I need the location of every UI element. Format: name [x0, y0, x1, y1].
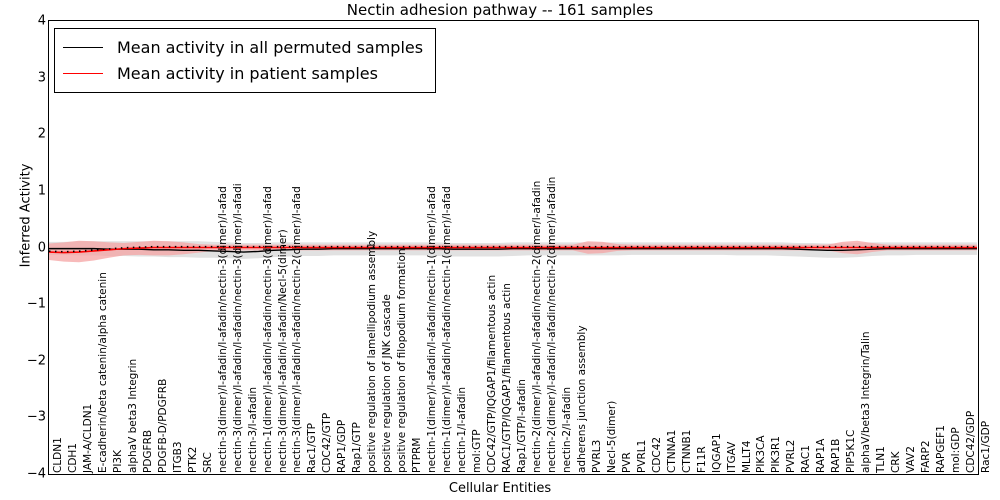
legend-item[interactable]: Mean activity in all permuted samples — [63, 34, 423, 60]
x-tick-label: nectin-1(dimer)/l-afadin/l-afadin/nectin… — [426, 186, 438, 473]
y-tick-label: 3 — [37, 70, 46, 86]
x-tick-label: PVR — [621, 452, 633, 473]
x-tick-label: IQGAP1 — [711, 433, 723, 473]
legend-label-patient: Mean activity in patient samples — [117, 63, 378, 83]
legend-item[interactable]: Mean activity in patient samples — [63, 60, 423, 86]
x-tick-label: MLLT4 — [741, 440, 753, 473]
x-tick-label: CDC42/GTP/IQGAP1/filamentous actin — [486, 274, 498, 473]
x-tick-label: PI3K — [112, 450, 124, 473]
x-tick-label: RAC1/GTP/IQGAP1/filamentous actin — [501, 283, 513, 473]
permuted-mean-line — [49, 247, 977, 253]
x-tick-label: nectin-3/l-afadin — [247, 386, 259, 473]
page-title: Nectin adhesion pathway -- 161 samples — [346, 1, 654, 19]
x-tick-label: Rac1/GDP — [980, 420, 992, 473]
x-tick-label: adherens junction assembly — [576, 325, 588, 473]
x-tick-label: nectin-3(dimer)/l-afadin/l-afadin/Necl-5… — [277, 229, 289, 473]
x-tick-label: nectin-2(dimer)/l-afadin/l-afadin/nectin… — [531, 180, 543, 473]
x-tick-label: RAC1 — [800, 445, 812, 473]
x-tick-label: RAP1A — [815, 438, 827, 473]
legend-label-permuted: Mean activity in all permuted samples — [117, 37, 424, 57]
x-tick-label: RAPGEF1 — [935, 425, 947, 473]
x-tick-label: TLN1 — [875, 446, 887, 473]
x-tick-label: positive regulation of JNK cascade — [381, 294, 393, 473]
x-tick-label: PVRL3 — [591, 439, 603, 473]
x-tick-label: PTPRM — [411, 437, 423, 473]
x-tick-label: CDC42/GTP — [321, 412, 333, 473]
x-tick-label: alphaV beta3 Integrin — [127, 358, 139, 473]
y-tick-label: 1 — [37, 183, 46, 199]
y-tick-label: −2 — [26, 353, 46, 369]
plot-canvas — [49, 240, 977, 263]
x-tick-label: CTNNA1 — [666, 429, 678, 473]
x-tick-label: CDC42/GDP — [965, 410, 977, 473]
x-axis-label: Cellular Entities — [448, 481, 552, 496]
y-tick-label: −4 — [26, 466, 46, 482]
x-tick-label: VAV2 — [905, 446, 917, 473]
legend-swatch-patient — [63, 72, 103, 74]
x-tick-label: JAM-A/CLDN1 — [82, 403, 94, 473]
patient-mean-line — [49, 246, 977, 254]
y-tick-label: 2 — [37, 126, 46, 142]
x-tick-label: nectin-3(dimer)/l-afadin/l-afadin/nectin… — [291, 186, 303, 473]
x-tick-label: E-cadherin/beta catenin/alpha catenin — [97, 272, 109, 473]
y-tick-label: 0 — [37, 240, 46, 255]
x-tick-label: CLDN1 — [52, 437, 64, 473]
x-tick-label: nectin-1/l-afadin — [456, 386, 468, 473]
x-tick-label: nectin-2(dimer)/l-afadin/l-afadin/nectin… — [546, 176, 558, 473]
x-tick-label: mol:GDP — [950, 427, 962, 473]
legend-swatch-permuted — [63, 46, 103, 48]
x-tick-label: PDGFB-D/PDGFRB — [157, 378, 169, 473]
x-tick-label: CDC42 — [651, 436, 663, 473]
x-tick-label: ITGB3 — [172, 441, 184, 473]
plot-area — [48, 20, 979, 475]
y-tick-label: 4 — [37, 13, 46, 29]
x-tick-label: SRC — [202, 452, 214, 473]
x-tick-label: ITGAV — [726, 441, 738, 473]
x-tick-label: RAP1B — [830, 438, 842, 473]
x-tick-label: Rap1/GTP/l-afadin — [516, 379, 528, 473]
x-tick-label: nectin-2/l-afadin — [561, 386, 573, 473]
x-tick-label: PDGFRB — [142, 429, 154, 473]
x-tick-label: nectin-3(dimer)/l-afadin/l-afadin/nectin… — [217, 186, 229, 473]
x-tick-label: RAP1/GDP — [336, 419, 348, 473]
x-tick-label: PIK3CA — [755, 435, 767, 473]
x-tick-label: FARP2 — [920, 440, 932, 473]
y-tick-label: −3 — [26, 409, 46, 425]
x-tick-label: nectin-3(dimer)/l-afadin/l-afadin/nectin… — [232, 183, 244, 473]
x-tick-label: PIP5K1C — [845, 429, 857, 473]
x-tick-label: Rap1/GTP — [351, 422, 363, 473]
x-tick-label: positive regulation of filopodium format… — [396, 248, 408, 473]
x-tick-label: alphaV/beta3 Integrin/Talin — [860, 331, 872, 473]
x-tick-label: CDH1 — [67, 443, 79, 473]
x-tick-label: CRK — [890, 451, 902, 473]
x-tick-label: mol:GTP — [471, 429, 483, 473]
x-tick-label: CTNNB1 — [681, 429, 693, 473]
x-tick-label: Necl-5(dimer) — [606, 400, 618, 473]
x-tick-label: Rac1/GTP — [306, 423, 318, 473]
x-tick-label: PTK2 — [187, 446, 199, 473]
x-tick-label: nectin-1(dimer)/l-afadin/l-afadin/nectin… — [262, 186, 274, 473]
y-tick-label: −1 — [26, 296, 46, 312]
x-tick-label: F11R — [696, 446, 708, 473]
x-tick-label: PVRL1 — [636, 439, 648, 473]
x-tick-label: PVRL2 — [785, 439, 797, 473]
x-tick-label: positive regulation of lamellipodium ass… — [366, 230, 378, 473]
x-tick-label: PIK3R1 — [770, 436, 782, 473]
legend: Mean activity in all permuted samples Me… — [54, 28, 437, 93]
x-tick-label: nectin-1(dimer)/l-afadin/l-afadin/nectin… — [441, 186, 453, 473]
